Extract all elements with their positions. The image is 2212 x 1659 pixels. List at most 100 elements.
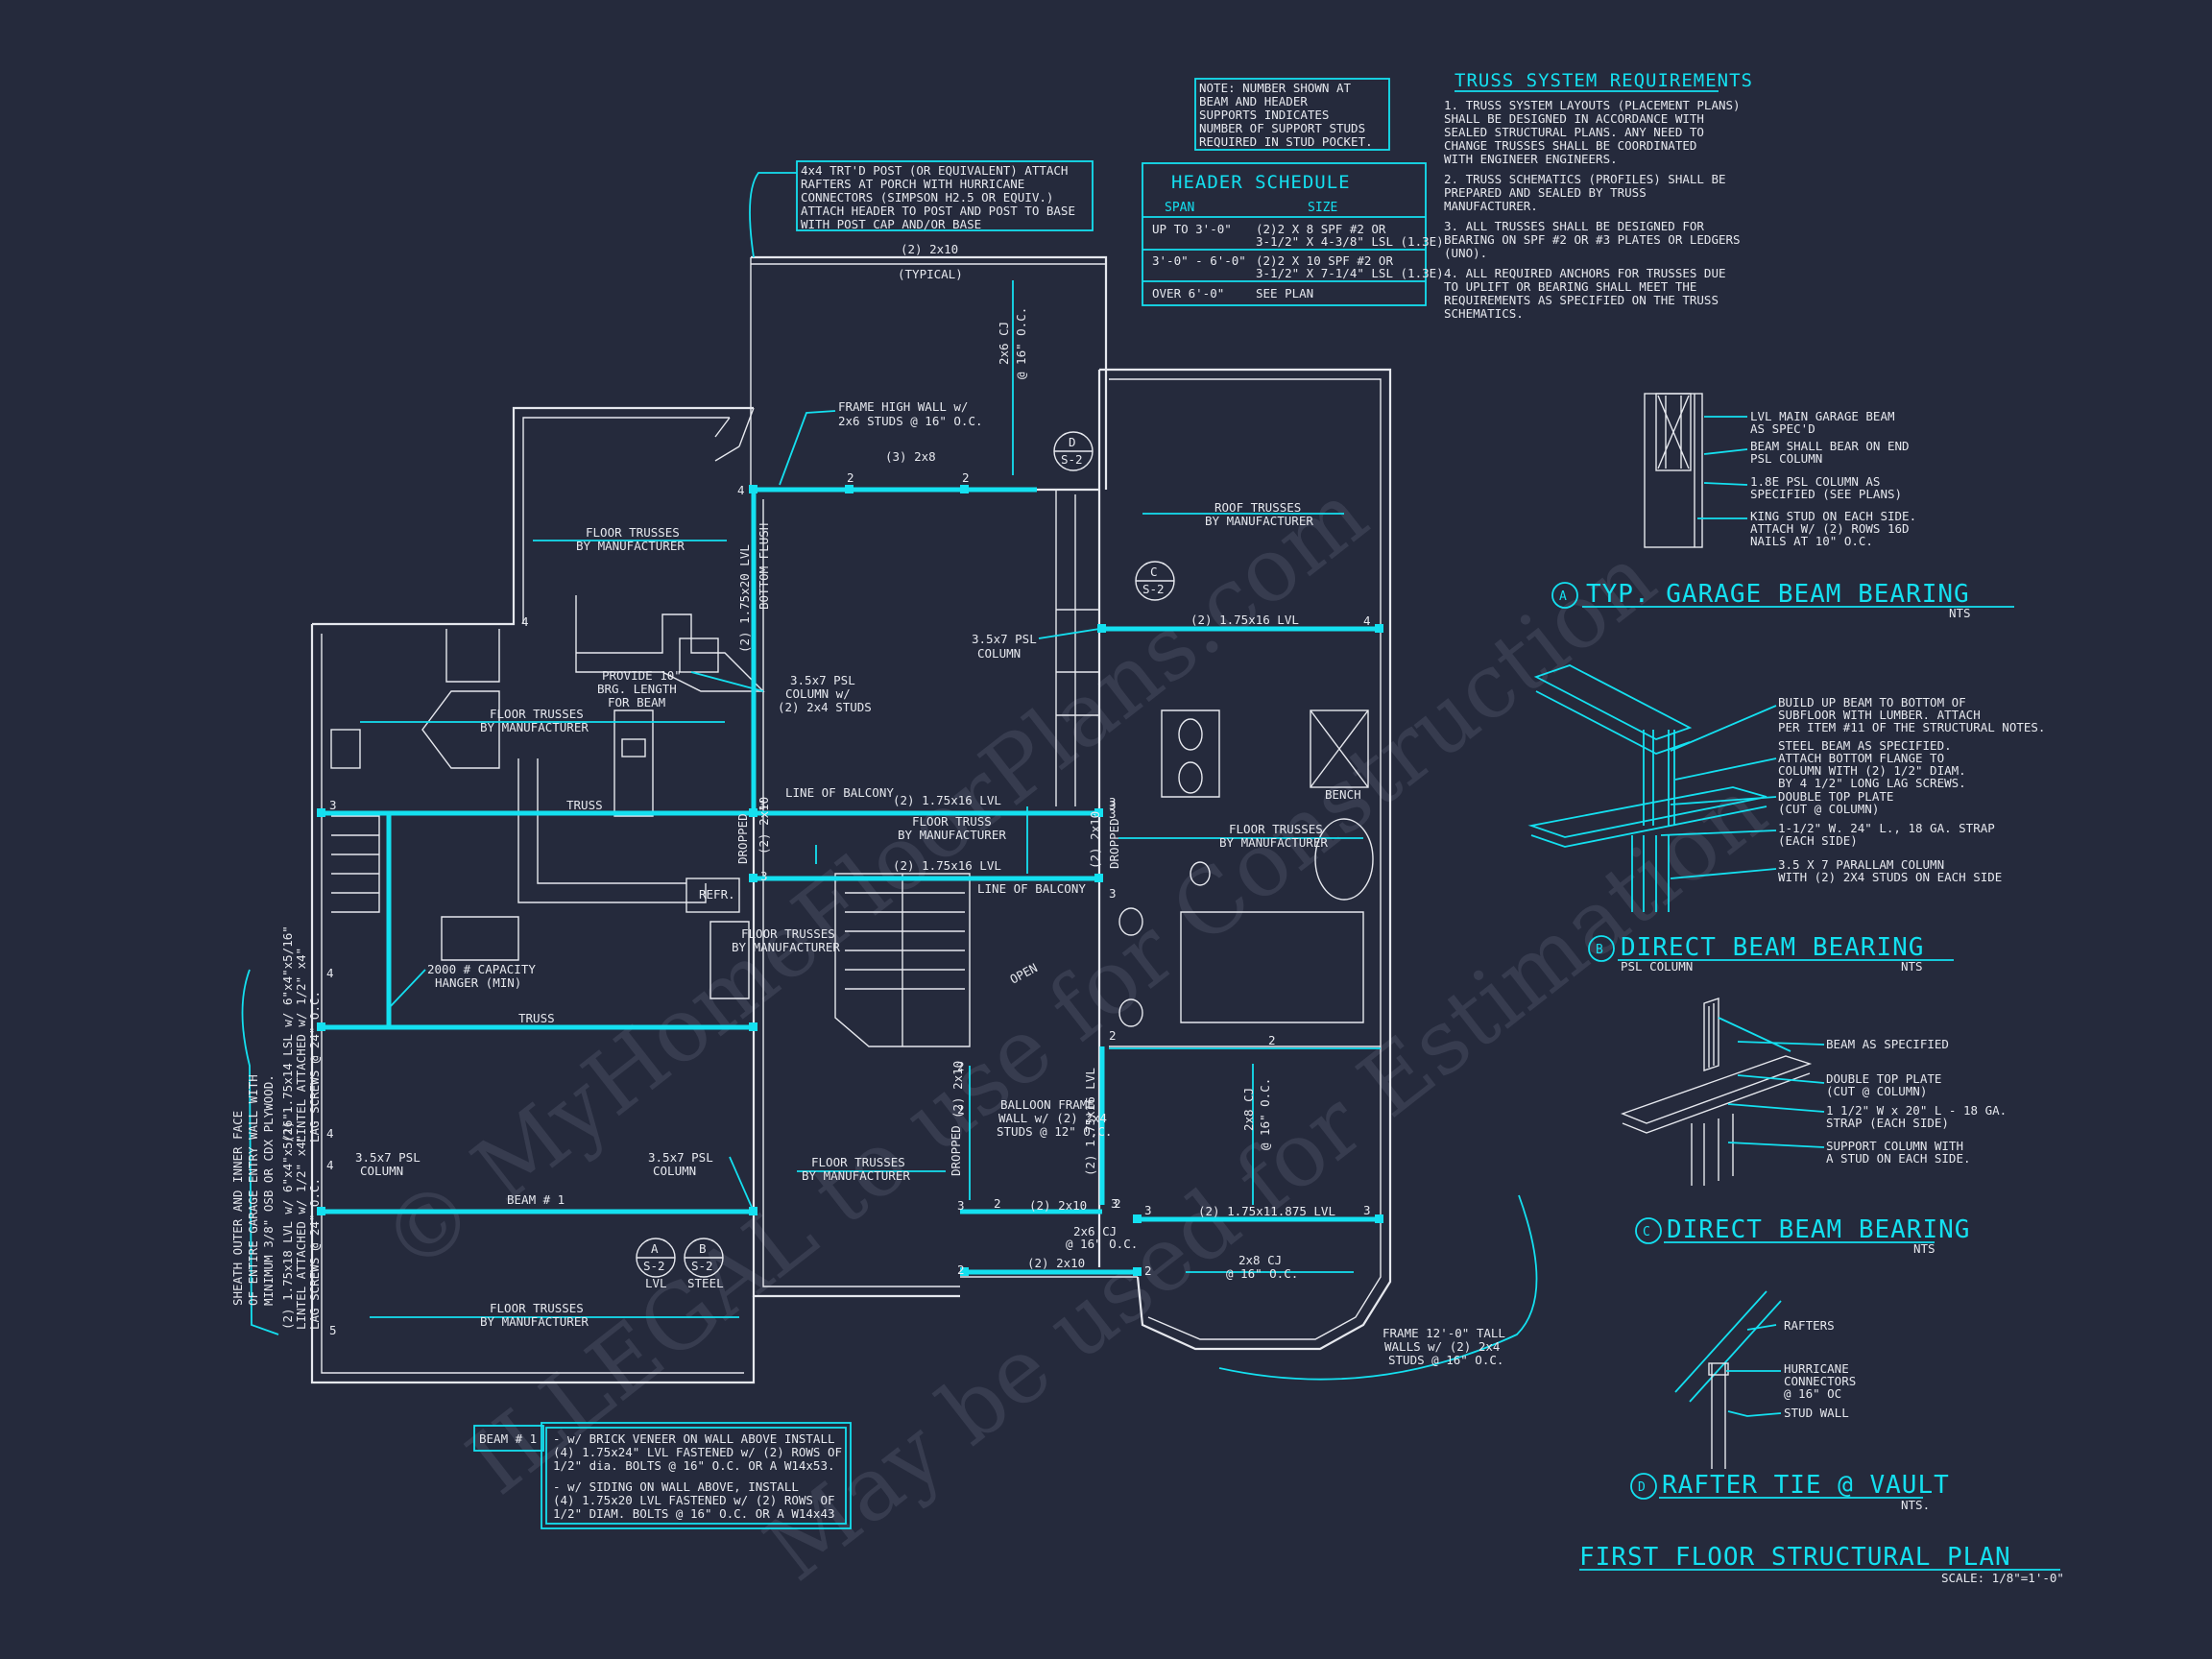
- stud-note-line: BEAM AND HEADER: [1199, 94, 1308, 108]
- shower: [1310, 709, 1369, 788]
- stud-count: 2: [1144, 1263, 1152, 1278]
- hs-row1-size2: 3-1/2" X 4-3/8" LSL (1.3E): [1256, 234, 1444, 249]
- leader-porch: [749, 172, 797, 258]
- detail-b-column: [1631, 835, 1670, 912]
- label-psl-center-1: 3.5x7 PSL: [648, 1150, 713, 1165]
- beam-note-inner-frame: [545, 1427, 847, 1525]
- pocket-1: [749, 485, 757, 493]
- stud-count: 3: [1144, 1203, 1152, 1217]
- marker-a-letter: A: [651, 1241, 659, 1256]
- stud-count: 4: [737, 483, 745, 497]
- detail-b-note: WITH (2) 2X4 STUDS ON EACH SIDE: [1778, 870, 2002, 884]
- label-lintel-top-1: (2) 1.75x14 LSL w/ 6"x4"x5/16": [280, 926, 295, 1142]
- detail-c-leaders: [1727, 1041, 1825, 1148]
- detail-b-note: STEEL BEAM AS SPECIFIED.: [1778, 738, 1952, 753]
- detail-a-leaders: [1697, 416, 1748, 519]
- label-balloon-3: STUDS @ 12" O.C.: [997, 1124, 1112, 1139]
- kitchen-sink: [679, 637, 719, 673]
- marker-b-note: STEEL: [687, 1276, 724, 1290]
- stud-count: 4: [1363, 613, 1371, 628]
- label-cj-2x8-2: @ 16" O.C.: [1226, 1266, 1298, 1281]
- label-floor-trusses-c-2: BY MANUFACTURER: [802, 1168, 910, 1183]
- label-lvl-16-east: (2) 1.75x16 LVL: [1190, 613, 1299, 627]
- detail-b-note: ATTACH BOTTOM FLANGE TO: [1778, 751, 1944, 765]
- label-frame-12-2: WALLS w/ (2) 2x4: [1384, 1339, 1500, 1354]
- stud-count: 2: [1109, 1028, 1117, 1043]
- stud-count: 3: [329, 798, 337, 812]
- stud-count: 3: [1111, 1196, 1118, 1211]
- central-west-inner: [762, 499, 960, 1287]
- stud-count: 3: [1109, 795, 1117, 809]
- detail-b-note: BUILD UP BEAM TO BOTTOM OF: [1778, 695, 1966, 709]
- stud-note-box: NOTE: NUMBER SHOWN AT BEAM AND HEADER SU…: [1194, 78, 1390, 151]
- closet-walls: [1056, 609, 1099, 716]
- truss-req-item-3: 3. ALL TRUSSES SHALL BE DESIGNED FOR BEA…: [1444, 219, 1741, 260]
- label-dropped-1: DROPPED: [735, 813, 750, 864]
- label-floor-truss-1: FLOOR TRUSS: [912, 814, 992, 829]
- stud-note-frame: [1194, 78, 1390, 151]
- stud-count: 2: [962, 470, 970, 485]
- beam-note-box: BEAM # 1 - w/ BRICK VENEER ON WALL ABOVE…: [473, 1422, 852, 1529]
- detail-a: LVL MAIN GARAGE BEAM AS SPEC'D BEAM SHAL…: [1551, 393, 2014, 620]
- detail-c-top-plate: [1621, 1055, 1813, 1124]
- detail-a-beam: [1655, 393, 1692, 471]
- detail-b-sub: PSL COLUMN: [1621, 959, 1693, 974]
- pocket-8: [1094, 808, 1103, 817]
- detail-b-note: SUBFLOOR WITH LUMBER. ATTACH: [1778, 708, 1981, 722]
- label-psl-w-2: COLUMN w/: [785, 686, 851, 701]
- detail-c-note: A STUD ON EACH SIDE.: [1826, 1151, 1971, 1166]
- stud-count: 2: [957, 1262, 965, 1277]
- marker-d-letter: D: [1069, 435, 1076, 449]
- detail-d-stud-wall: [1711, 1363, 1726, 1469]
- detail-d-top-plate: [1708, 1362, 1729, 1376]
- leader-provide: [690, 671, 764, 692]
- detail-d-leaders: [1726, 1324, 1782, 1417]
- detail-c-plate-edge: [1622, 1072, 1811, 1134]
- label-frame-12-1: FRAME 12'-0" TALL: [1382, 1326, 1505, 1340]
- truss-req-line: REQUIREMENTS AS SPECIFIED ON THE TRUSS: [1444, 293, 1719, 307]
- detail-c-mark: C: [1643, 1225, 1650, 1239]
- detail-c-note: BEAM AS SPECIFIED: [1826, 1037, 1949, 1051]
- truss-req-item-2: 2. TRUSS SCHEMATICS (PROFILES) SHALL BE …: [1444, 172, 1726, 213]
- stud-count: 2: [994, 1196, 1001, 1211]
- truss-req-line: TO UPLIFT OR BEARING SHALL MEET THE: [1444, 279, 1696, 294]
- kitchen-island: [613, 709, 654, 817]
- truss-req-line: 3. ALL TRUSSES SHALL BE DESIGNED FOR: [1444, 219, 1704, 233]
- detail-a-note: AS SPEC'D: [1750, 421, 1815, 436]
- detail-a-note: 1.8E PSL COLUMN AS: [1750, 474, 1880, 489]
- truss-req-title: TRUSS SYSTEM REQUIREMENTS: [1455, 70, 1753, 91]
- truss-req-line: CHANGE TRUSSES SHALL BE COORDINATED: [1444, 138, 1696, 153]
- label-psl-c-1: 3.5x7 PSL: [972, 632, 1037, 646]
- label-floor-trusses-w-2: BY MANUFACTURER: [480, 720, 589, 734]
- detail-c-beam-lines: [1708, 1003, 1715, 1068]
- label-floor-trusses-sm-2: BY MANUFACTURER: [732, 940, 840, 954]
- detail-c-title: DIRECT BEAM BEARING: [1667, 1215, 1970, 1244]
- stud-count: 3: [1363, 1203, 1371, 1217]
- pocket-18: [1133, 1267, 1142, 1276]
- hs-row1-span: UP TO 3'-0": [1152, 222, 1232, 236]
- callout-frame-high-1: FRAME HIGH WALL w/: [838, 399, 968, 414]
- detail-b-leaders: [1660, 705, 1777, 879]
- header-schedule: HEADER SCHEDULE SPAN SIZE UP TO 3'-0" (2…: [1142, 162, 1444, 306]
- detail-c: BEAM AS SPECIFIED DOUBLE TOP PLATE (CUT …: [1621, 998, 2007, 1256]
- detail-a-nts: NTS: [1949, 606, 1971, 620]
- marker-b-letter: B: [699, 1241, 707, 1256]
- label-2x10-v1: (2) 2x10: [757, 797, 771, 854]
- label-roof-trusses-2: BY MANUFACTURER: [1205, 514, 1313, 528]
- porch-note-line: CONNECTORS (SIMPSON H2.5 OR EQUIV.): [801, 190, 1053, 204]
- label-cj-2x8-1: 2x8 CJ: [1238, 1253, 1282, 1267]
- porch-note-line: 4x4 TRT'D POST (OR EQUIVALENT) ATTACH: [801, 163, 1068, 178]
- porch-note-line: WITH POST CAP AND/OR BASE: [801, 217, 981, 231]
- label-cj-mid-1: 2x8 CJ: [1241, 1088, 1256, 1131]
- detail-a-note: KING STUD ON EACH SIDE.: [1750, 509, 1916, 523]
- detail-d-note: CONNECTORS: [1784, 1374, 1856, 1388]
- detail-c-column: [1691, 1114, 1734, 1186]
- truss-req-line: WITH ENGINEER ENGINEERS.: [1444, 152, 1618, 166]
- beam-note-tag: BEAM # 1: [479, 1431, 537, 1446]
- sink-2: [1178, 761, 1203, 794]
- detail-d-note: @ 16" OC: [1784, 1386, 1841, 1401]
- north-wing-inner: [522, 417, 730, 624]
- detail-b-note: (EACH SIDE): [1778, 833, 1858, 848]
- beam-note-brick: 1/2" dia. BOLTS @ 16" O.C. OR A W14x53.: [553, 1458, 835, 1473]
